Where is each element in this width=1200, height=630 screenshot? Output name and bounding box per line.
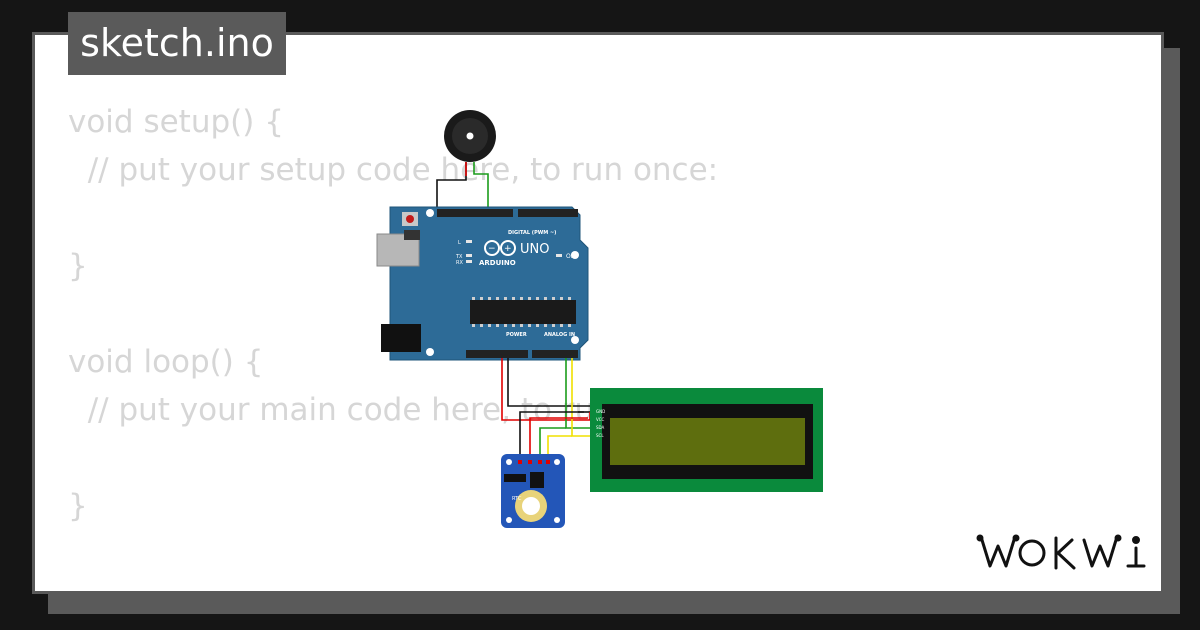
rx-label: RX bbox=[456, 260, 463, 266]
power-header bbox=[466, 350, 528, 358]
svg-text:+: + bbox=[504, 244, 512, 254]
code-line: void loop() { bbox=[68, 344, 264, 380]
microcontroller-chip bbox=[470, 300, 576, 324]
board-model: UNO bbox=[520, 242, 549, 257]
board-brand: ARDUINO bbox=[479, 259, 516, 267]
power-label: POWER bbox=[506, 332, 527, 338]
lcd-screen bbox=[610, 418, 805, 465]
tx-label: TX bbox=[455, 254, 463, 260]
lcd-pin-label: VCC bbox=[596, 417, 605, 422]
board-wires bbox=[501, 358, 591, 462]
rtc-label: RTC bbox=[512, 496, 522, 502]
power-jack bbox=[381, 324, 421, 352]
svg-text:−: − bbox=[488, 244, 496, 254]
digital-label: DIGITAL (PWM ~) bbox=[508, 230, 556, 236]
buzzer[interactable] bbox=[444, 110, 496, 162]
file-tab[interactable]: sketch.ino bbox=[68, 12, 286, 75]
code-line: void setup() { bbox=[68, 104, 284, 140]
lcd-display[interactable]: GND VCC SDA SCL bbox=[590, 388, 823, 492]
buzzer-wire-gnd bbox=[436, 162, 467, 212]
lcd-pin-label: SCL bbox=[596, 433, 604, 438]
code-line: // put your setup code here, to run once… bbox=[68, 152, 719, 188]
code-editor[interactable]: void setup() { // put your setup code he… bbox=[68, 98, 799, 530]
digital-header-right bbox=[518, 209, 578, 217]
l-label: L bbox=[458, 240, 461, 246]
arduino-uno-board[interactable]: − + UNO ARDUINO DIGITAL (PWM ~) ON L TX … bbox=[376, 206, 589, 361]
rtc-chip bbox=[530, 472, 544, 488]
rtc-module[interactable]: RTC bbox=[501, 454, 565, 528]
lcd-pin-label: GND bbox=[596, 409, 605, 414]
code-line: } bbox=[68, 488, 88, 524]
on-label: ON bbox=[566, 253, 575, 260]
code-line: } bbox=[68, 248, 88, 284]
analog-label: ANALOG IN bbox=[544, 332, 575, 338]
lcd-pin-label: SDA bbox=[596, 425, 605, 430]
preview-card bbox=[32, 32, 1164, 594]
wokwi-logo[interactable] bbox=[976, 534, 1146, 570]
buzzer-wire-signal bbox=[473, 162, 489, 212]
buzzer-hole bbox=[466, 132, 474, 140]
digital-header-left bbox=[437, 209, 513, 217]
analog-header bbox=[532, 350, 578, 358]
